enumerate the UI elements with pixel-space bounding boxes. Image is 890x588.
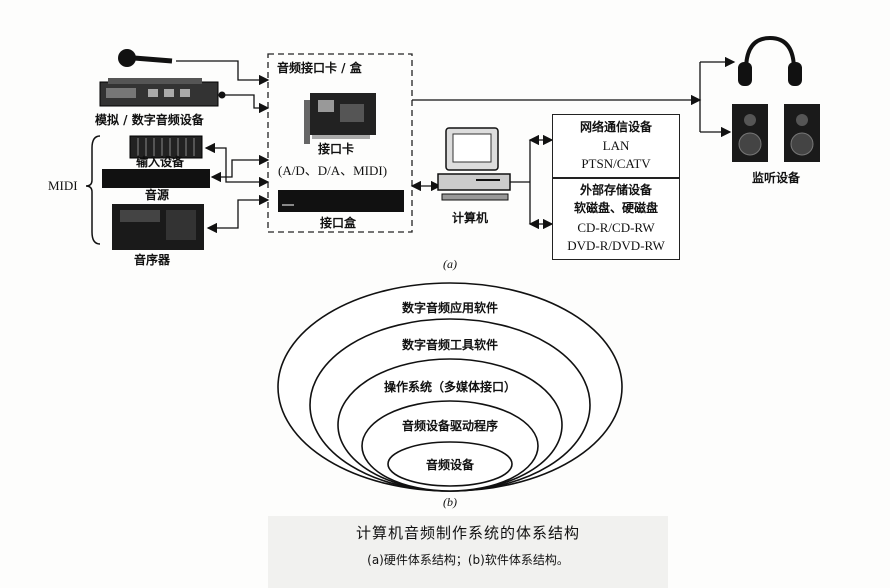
label-interface-card-sub: (A/D、D/A、MIDI) <box>278 163 388 178</box>
layer-label-os: 操作系统（多媒体接口） <box>383 380 517 394</box>
label-storage-item: CD-R/CD-RW <box>577 220 655 235</box>
label-interface-title: 音频接口卡 / 盒 <box>277 61 362 75</box>
midi-bracket <box>85 135 101 245</box>
sound-source-icon <box>102 169 210 188</box>
label-network-item: PTSN/CATV <box>581 156 651 171</box>
keyboard-icon <box>129 135 203 159</box>
label-diagram-b: (b) <box>443 495 457 509</box>
label-diagram-a: (a) <box>443 257 457 271</box>
right-connectors <box>510 134 554 230</box>
layer-label-tools: 数字音频工具软件 <box>401 338 499 352</box>
label-sound-source: 音源 <box>145 188 170 202</box>
interface-box-icon <box>278 190 404 212</box>
speaker-icon <box>732 104 820 162</box>
sequencer-icon <box>112 204 204 250</box>
label-monitor: 监听设备 <box>752 171 801 185</box>
layer-ellipse-5 <box>387 441 513 487</box>
computer-icon <box>437 127 511 201</box>
interface-group-box <box>267 53 413 233</box>
layer-label-application: 数字音频应用软件 <box>401 301 499 315</box>
caption-title: 计算机音频制作系统的体系结构 <box>355 524 581 542</box>
label-interface-box: 接口盒 <box>320 216 357 230</box>
software-layers <box>277 282 623 492</box>
headphones-icon <box>738 35 802 86</box>
microphone-icon <box>118 49 173 67</box>
label-storage-title: 外部存储设备 <box>579 183 653 197</box>
label-input-device: 输入设备 <box>136 155 185 169</box>
interface-card-icon <box>304 93 376 144</box>
label-computer: 计算机 <box>452 211 489 225</box>
label-storage-item: 软磁盘、硬磁盘 <box>573 201 659 215</box>
label-network-item: LAN <box>602 138 630 153</box>
audio-device-icon <box>99 78 219 107</box>
layer-label-driver: 音频设备驱动程序 <box>401 419 499 433</box>
storage-device-box: 外部存储设备 软磁盘、硬磁盘 CD-R/CD-RW DVD-R/DVD-RW <box>552 178 680 260</box>
label-analog-digital-devices: 模拟 / 数字音频设备 <box>95 113 204 127</box>
network-device-box: 网络通信设备 LAN PTSN/CATV <box>552 114 680 178</box>
left-connectors <box>176 60 270 234</box>
label-sequencer: 音序器 <box>134 253 171 267</box>
label-midi: MIDI <box>48 178 78 193</box>
caption-band <box>268 516 668 588</box>
label-network-title: 网络通信设备 <box>579 120 653 134</box>
label-storage-item: DVD-R/DVD-RW <box>567 238 665 253</box>
label-interface-card: 接口卡 <box>318 142 355 156</box>
caption-subtitle: (a)硬件体系结构；(b)软件体系结构。 <box>367 553 569 567</box>
layer-label-device: 音频设备 <box>425 458 475 472</box>
